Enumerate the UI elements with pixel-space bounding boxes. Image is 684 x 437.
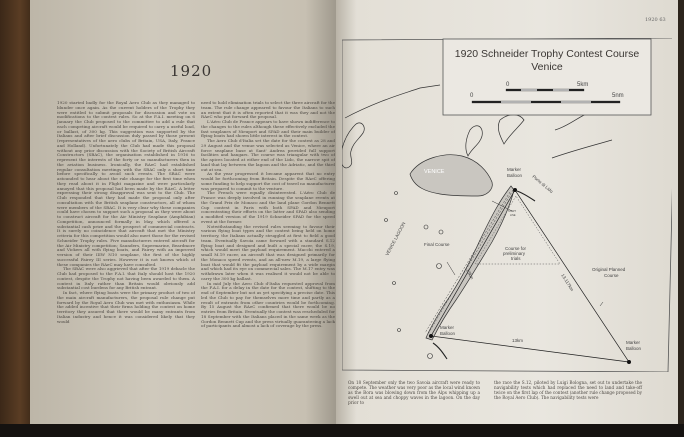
map-subtitle: Venice [531,61,563,73]
original-course-label: Original Planned [592,267,626,272]
running-head: 1920 63 [645,17,666,23]
scale-nm-end: 5nm [612,93,624,99]
preliminary-course-label: Course for [505,246,527,251]
lagoon-islands [465,97,592,157]
scale-bar-nm [471,100,621,104]
marker-balloon-left [429,334,433,338]
table-foreground [0,424,684,437]
preliminary-trials-course [474,195,561,265]
original-course-arrow [599,301,604,307]
left-page [30,0,336,428]
paragraph: The SBAC were also aggrieved that after … [57,266,195,291]
venice-lagoon-label: VENICE LAGOON [384,221,406,256]
preliminary-course-label-3: trials [511,256,521,261]
paragraph: Notwithstanding the revised rules seemin… [201,223,335,281]
paragraph: As the year progressed it became apparen… [201,171,335,191]
marker-balloon-top [513,188,517,192]
venice-island [409,154,493,197]
marker-balloon-left-label: Marker [440,325,455,330]
venice-label: VENICE [424,169,445,175]
map-title: 1920 Schneider Trophy Contest Course [455,48,640,60]
marker-balloon-right [627,360,631,364]
start-line [491,200,513,212]
preliminary-course-label-2: preliminary [503,251,526,256]
breakwater-south [432,342,448,360]
left-page-column-2: need to hold elimination trials to selec… [201,101,335,423]
small-islands [384,191,444,359]
scale-bar-km [505,88,585,92]
punta-sabbioni-coast [551,139,613,159]
original-planned-course [430,189,630,363]
paragraph: In fact, where flying boats were the pri… [57,290,195,324]
left-page-column-1: 1920 started badly for the Royal Aero Cl… [57,101,195,423]
marker-balloon-left-label-2: Balloon [440,331,456,336]
start-line-label-2: LINE [510,214,516,217]
final-course-line [424,189,514,335]
paragraph: 1920 started badly for the Royal Aero Cl… [57,101,195,267]
island-outline [342,122,365,169]
paragraph: The French were equally disinterested. L… [201,190,335,224]
right-page-column-2: the race the S.12, piloted by Luigi Bolo… [494,380,642,400]
page-edge [678,0,684,428]
paragraph: In mid July the Aero Club d'Italia reque… [201,280,335,329]
paragraph: need to hold elimination trials to selec… [201,101,335,120]
scale-km-start: 0 [506,82,510,88]
leg-sea-right-label: 13.117km [560,273,575,292]
scale-km-end: 5km [577,82,588,88]
final-course-label: Final Course [424,242,450,247]
start-line-label: START [508,210,516,213]
course-map: 1920 Schneider Trophy Contest Course Ven… [342,38,672,372]
paragraph: the race the S.12, piloted by Luigi Bolo… [494,380,642,400]
porto-di-lido-label: Porto di Lido [531,174,554,194]
marker-balloon-right-label-2: Balloon [626,346,642,351]
breakwater-north [516,190,536,202]
final-course-arrow [446,261,456,276]
scale-nm-start: 0 [470,93,474,99]
marker-balloon-right-label: Marker [626,340,641,345]
leg-lido-label: 13km [465,268,475,280]
paragraph: On 18 September only the two Savoia airc… [348,380,480,405]
marker-balloon-top-label: Marker [507,167,522,172]
paragraph: The Aero Club d'Italia set the date for … [201,138,335,172]
right-page-column-1: On 18 September only the two Savoia airc… [348,380,480,405]
paragraph: L'Aéro Club de France appears to have sh… [201,119,335,139]
leg-bottom-label: 13km [512,338,523,343]
mainland-coast [344,84,441,119]
chapter-title: 1920 [170,62,213,80]
marker-balloon-top-label-2: Balloon [507,173,523,178]
original-course-label-2: Course [604,273,619,278]
